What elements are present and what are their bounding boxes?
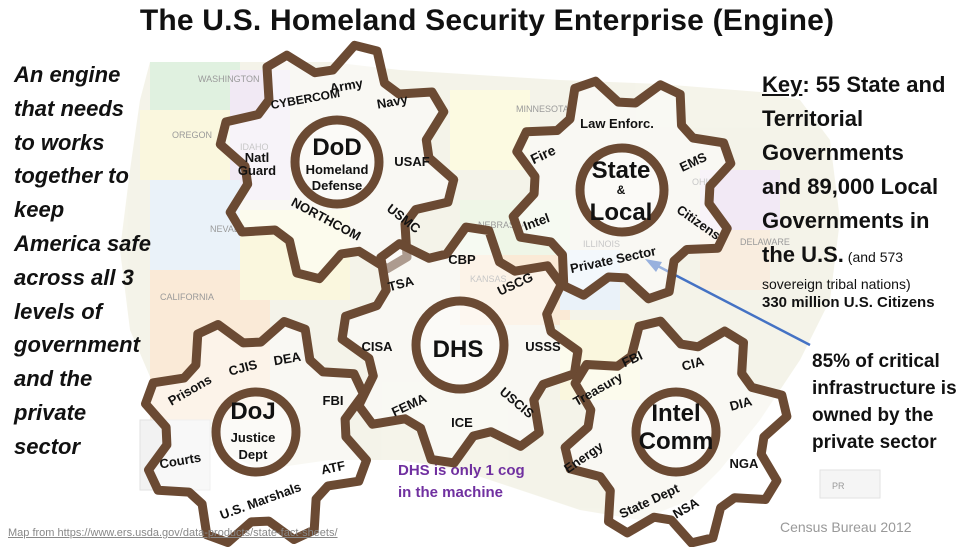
doj-label-fbi: FBI [323,393,344,408]
gear-outline [337,222,583,468]
dod-label-usaf: USAF [394,154,429,169]
map-state-label: WASHINGTON [198,74,260,84]
citizens-count: 330 million U.S. Citizens [762,294,935,311]
doj-gear-subtitle: Justice [231,430,276,445]
map-state-label: NEBRASKA [478,220,527,230]
infrastructure-note: 85% of critical infrastructure is owned … [812,351,957,453]
map-state-label: IDAHO [240,142,269,152]
map-source-link[interactable]: Map from https://www.ers.usda.gov/data-p… [8,527,338,539]
dhs-label-tsa: TSA [386,273,416,294]
map-state-label: OREGON [172,130,212,140]
page-title: The U.S. Homeland Security Enterprise (E… [139,4,835,37]
doj-label-dea: DEA [272,349,302,369]
map-state-label: NEVADA [210,224,246,234]
gear-hub [631,387,721,477]
map-state-label: ILLINOIS [583,239,620,249]
doj-gear-subtitle: Dept [239,447,269,462]
state-local-gear [508,76,736,304]
state-gear-amp: & [617,183,626,197]
state-gear-title: State [592,157,651,184]
key-label: Key [762,72,803,97]
dhs-label-cisa: CISA [361,339,393,354]
dod-label-guard: Guard [238,163,276,178]
gear-outline [508,76,736,304]
engine-description: An engine that needs to works together t… [14,62,151,459]
dhs-label-ice: ICE [451,415,473,430]
dhs-gear [337,222,583,468]
dod-label-army: Army [329,75,365,96]
gear-hub [290,115,384,209]
dod-gear-subtitle: Homeland [306,162,369,177]
census-credit: Census Bureau 2012 [780,519,912,535]
dod-label-natl: Natl [245,150,270,165]
gear-outline [560,316,792,547]
doj-gear [141,317,371,547]
arrow-head-icon [645,259,662,272]
dhs-gear-title: DHS [433,336,484,363]
doj-label-atf: ATF [320,458,347,478]
key-legend: Key: 55 State and Territorial Government… [762,72,946,292]
map-state-label: MINNESOTA [516,104,569,114]
intel-label-dia: DIA [728,393,754,413]
doj-gear-title: DoJ [230,398,275,425]
doj-label-cjis: CJIS [227,357,259,379]
gear-outline [141,317,371,547]
intel-label-cia: CIA [680,353,706,373]
gear-hub [575,143,669,237]
dod-label-navy: Navy [376,91,410,111]
map-state-label: KANSAS [470,274,507,284]
dhs-note: DHS is only 1 cog in the machine [398,462,525,501]
map-state-label: CALIFORNIA [160,292,214,302]
gear-hub [211,387,301,477]
gear-hub [411,296,509,394]
state-label-law: Law Enforc. [580,116,654,131]
dhs-label-usss: USSS [525,339,561,354]
intel-gear-title: Comm [639,428,714,455]
map-state-label: OHIO [692,177,715,187]
intel-label-nga: NGA [730,456,760,471]
map-state-label: DELAWARE [740,237,790,247]
state-gear-title: Local [590,199,653,226]
dod-gear-subtitle: Defense [312,178,363,193]
doj-label-courts: Courts [158,450,202,472]
dhs-label-cbp: CBP [448,252,476,267]
intel-community-gear [560,316,792,547]
intel-gear-title: Intel [651,400,700,427]
dod-gear-title: DoD [312,134,361,161]
infrastructure-arrow [649,260,811,347]
map-state-label: PR [832,481,845,491]
